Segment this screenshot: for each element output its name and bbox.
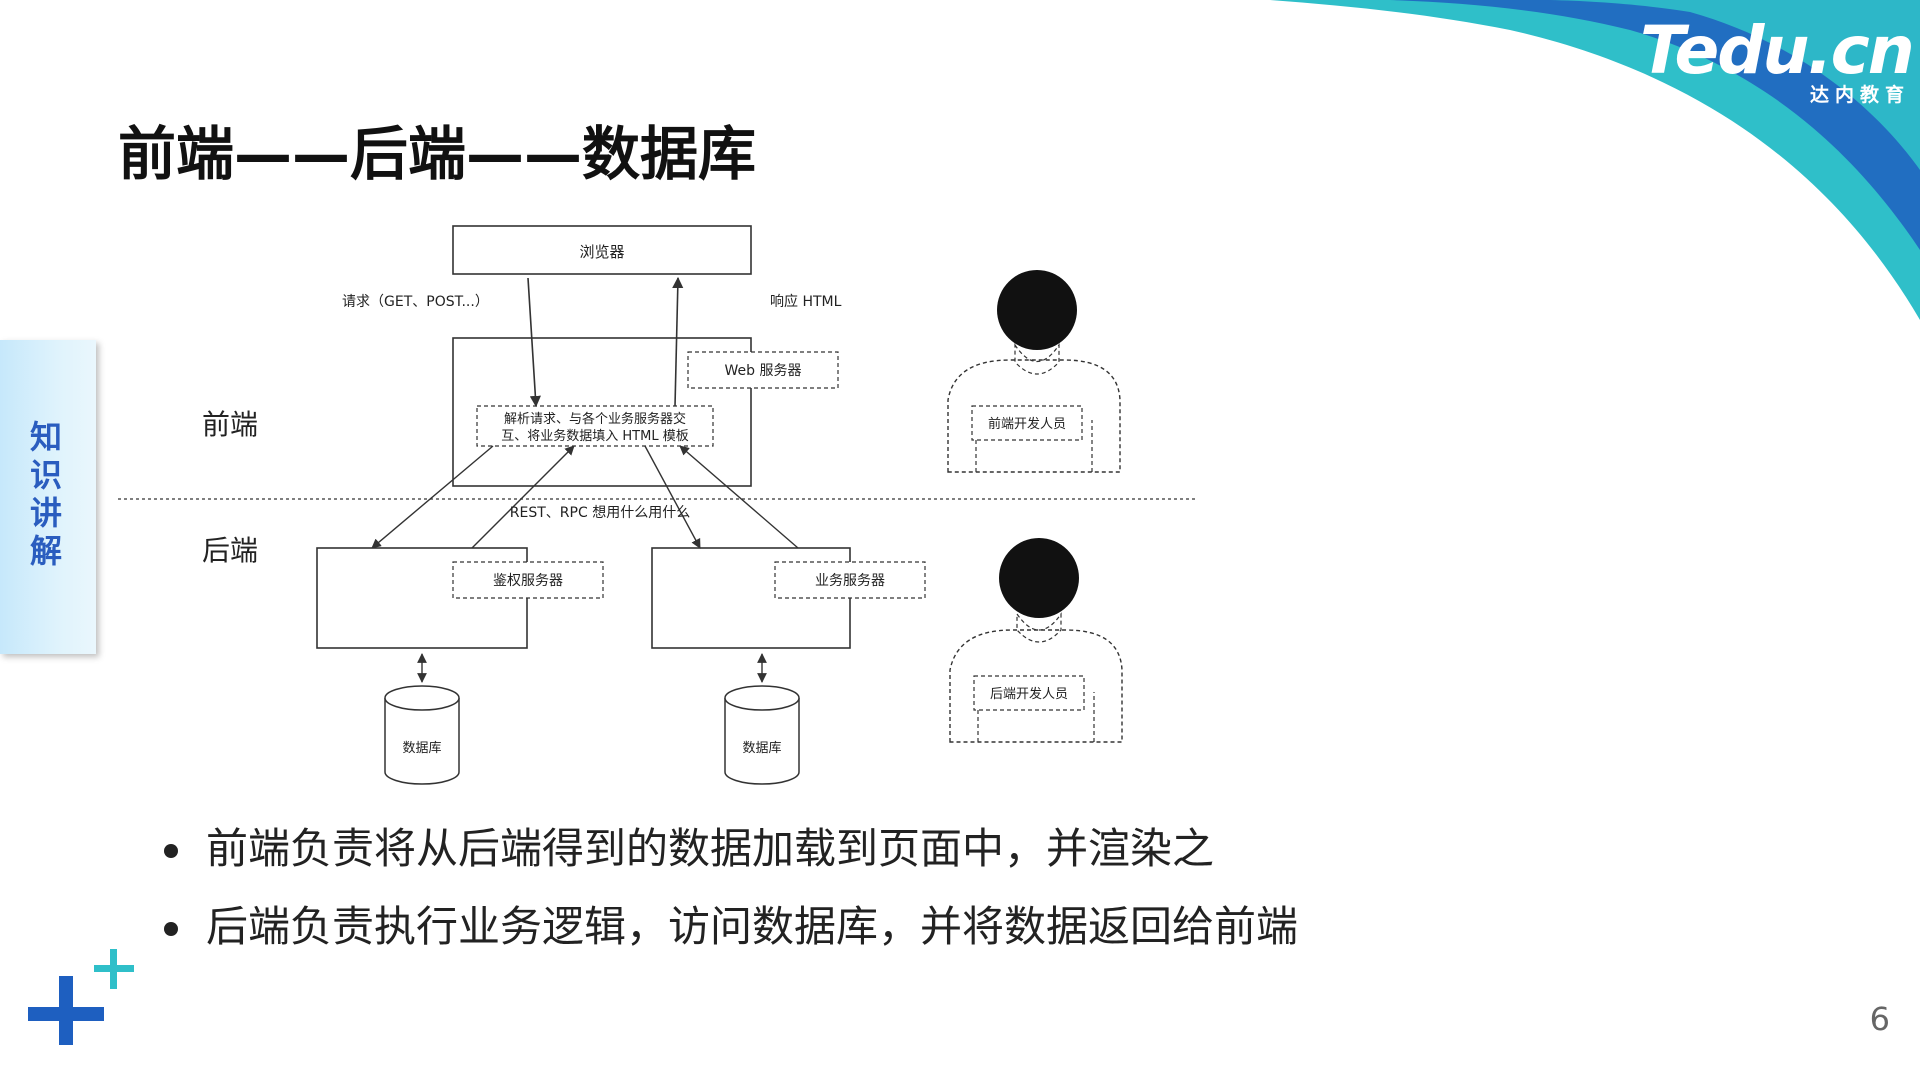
bullet-item: 前端负责将从后端得到的数据加载到页面中，并渲染之 xyxy=(160,822,1460,876)
response-label: 响应 HTML xyxy=(770,293,842,310)
auth-server-tag xyxy=(452,561,604,599)
auth-server-label: 鉴权服务器 xyxy=(493,573,563,589)
frontend-developer-label: 前端开发人员 xyxy=(988,416,1066,432)
page-number: 6 xyxy=(1869,1000,1890,1038)
brand-logo: Tedu.cn xyxy=(1640,12,1915,89)
response-arrow xyxy=(672,276,684,407)
page-title: 前端——后端——数据库 xyxy=(118,120,757,188)
bullet-item: 后端负责执行业务逻辑，访问数据库，并将数据返回给前端 xyxy=(160,900,1460,954)
browser-label: 浏览器 xyxy=(579,243,624,261)
database-cylinder-1 xyxy=(384,685,460,785)
request-label: 请求（GET、POST...） xyxy=(342,294,489,310)
parse-request-line1: 解析请求、与各个业务服务器交 xyxy=(504,411,686,427)
bullet-list: 前端负责将从后端得到的数据加载到页面中，并渲染之 后端负责执行业务逻辑，访问数据… xyxy=(160,822,1460,978)
parse-request-tag xyxy=(476,405,714,447)
side-tab xyxy=(0,340,96,654)
brand-logo-subtitle: 达内教育 xyxy=(1809,84,1910,106)
arrow-auth-to-fe xyxy=(471,445,575,549)
side-tab-label: 知识讲解 xyxy=(29,418,62,570)
rest-rpc-label: REST、RPC 想用什么用什么 xyxy=(510,505,690,521)
database-label-1: 数据库 xyxy=(402,740,441,756)
web-server-label: Web 服务器 xyxy=(725,363,802,379)
biz-server-tag xyxy=(774,561,926,599)
backend-developer-figure xyxy=(949,538,1123,743)
request-arrow xyxy=(527,277,541,408)
corner-swoosh xyxy=(1270,0,1920,320)
arrow-fe-to-biz xyxy=(644,445,701,549)
backend-tier-label: 后端 xyxy=(202,534,258,567)
arrow-fe-to-auth xyxy=(371,445,494,549)
plus-decoration-icon xyxy=(28,949,134,1045)
biz-server-label: 业务服务器 xyxy=(815,573,885,589)
browser-box xyxy=(452,225,752,275)
frontend-tier-label: 前端 xyxy=(202,408,258,441)
architecture-diagram: 浏览器 请求（GET、POST...） 响应 HTML Web 服务器 解析请求… xyxy=(118,225,1195,785)
parse-request-line2: 互、将业务数据填入 HTML 模板 xyxy=(501,428,688,444)
arrow-biz-to-fe xyxy=(679,445,799,549)
database-label-2: 数据库 xyxy=(742,740,781,756)
backend-developer-label: 后端开发人员 xyxy=(990,686,1068,702)
database-cylinder-2 xyxy=(724,685,800,785)
web-server-tag xyxy=(687,351,839,389)
frontend-developer-figure xyxy=(947,270,1121,473)
